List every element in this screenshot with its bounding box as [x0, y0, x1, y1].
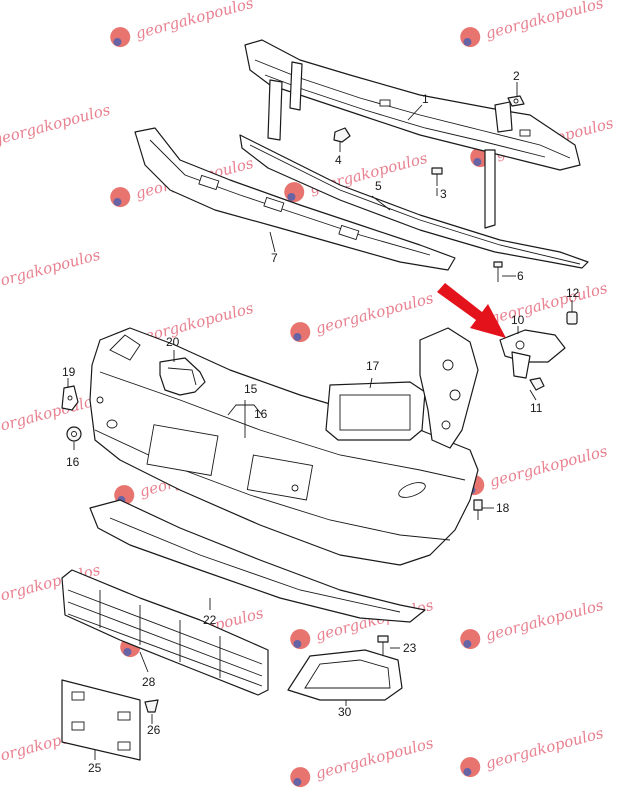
part-19-bracket[interactable]: [61, 385, 79, 411]
part-5-impact-bar[interactable]: [239, 134, 589, 269]
part-26-screw[interactable]: [144, 699, 159, 713]
callout-17: 17: [366, 359, 380, 373]
part-30-fog-grille[interactable]: [287, 649, 403, 701]
watermark-text: georgakopoulos: [488, 442, 610, 491]
callout-11: 11: [530, 401, 543, 415]
watermark-text: georgakopoulos: [484, 0, 606, 43]
watermark-text: georgakopoulos: [484, 596, 606, 645]
part-6-screw[interactable]: [493, 261, 503, 282]
callout-3: 3: [440, 187, 447, 201]
part-16-clip[interactable]: [66, 426, 82, 442]
part-17-side-bracket[interactable]: [325, 327, 479, 449]
part-18-screw[interactable]: [473, 499, 483, 520]
part-12-clip[interactable]: [566, 311, 578, 325]
callout-labels: 1 2 3 4 5 6 7 10 11 12 15 16 16 17 18 19…: [62, 69, 580, 775]
part-10-guide-bracket[interactable]: [499, 329, 566, 379]
watermark-text: georgakopoulos: [134, 0, 256, 43]
callout-28: 28: [142, 675, 156, 689]
part-3-bolt[interactable]: [431, 167, 443, 186]
part-1-carrier[interactable]: [244, 39, 581, 229]
watermark-text: georgakopoulos: [0, 245, 103, 294]
part-28-grille[interactable]: [61, 569, 269, 696]
callout-1: 1: [422, 92, 429, 106]
callout-4: 4: [335, 153, 342, 167]
callout-25: 25: [88, 761, 102, 775]
callout-16: 16: [66, 455, 80, 469]
callout-10: 10: [511, 313, 525, 327]
callout-15: 15: [244, 382, 258, 396]
callout-20: 20: [166, 335, 180, 349]
callout-23: 23: [403, 641, 417, 655]
part-23-screw[interactable]: [377, 635, 389, 655]
part-20-bracket[interactable]: [159, 357, 206, 396]
watermark-text: georgakopoulos: [0, 100, 113, 149]
callout-22: 22: [203, 613, 217, 627]
callout-7: 7: [271, 251, 278, 265]
part-7-absorber[interactable]: [134, 127, 456, 271]
highlight-arrow-icon: [437, 283, 506, 338]
callout-30: 30: [338, 705, 352, 719]
callout-26: 26: [147, 723, 161, 737]
part-4-nut[interactable]: [333, 127, 351, 143]
callout-19: 19: [62, 365, 76, 379]
leader-lines: [67, 82, 573, 760]
callout-6: 6: [517, 269, 524, 283]
callout-5: 5: [375, 179, 382, 193]
watermark-text: georgakopoulos: [484, 724, 606, 773]
part-25-plate-holder[interactable]: [61, 679, 141, 761]
callout-16: 16: [254, 407, 268, 421]
watermark-text: georgakopoulos: [488, 279, 610, 328]
part-11-nut[interactable]: [529, 377, 545, 391]
watermark-text: georgakopoulos: [0, 390, 103, 439]
callout-2: 2: [513, 69, 520, 83]
callout-12: 12: [566, 286, 580, 300]
watermark-text: georgakopoulos: [314, 289, 436, 338]
callout-18: 18: [496, 501, 510, 515]
watermark-text: georgakopoulos: [314, 734, 436, 783]
part-2-clip[interactable]: [507, 95, 525, 107]
part-22-spoiler[interactable]: [89, 499, 426, 623]
